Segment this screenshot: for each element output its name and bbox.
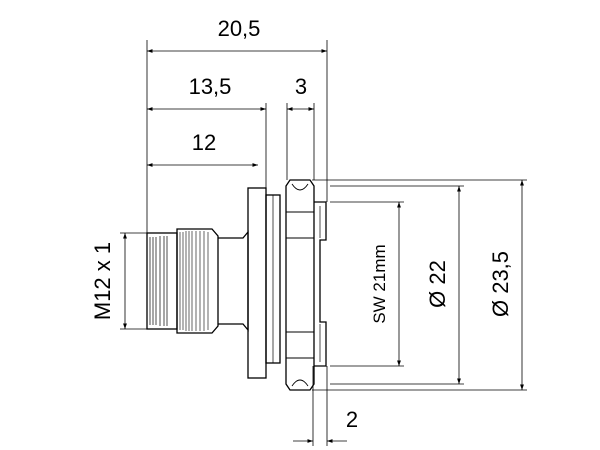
label-flange-2: 2 — [346, 407, 358, 432]
label-dia-23-5: Ø 23,5 — [488, 251, 513, 317]
coupling-body — [176, 228, 219, 334]
dimension-labels: 20,5 13,5 3 12 M12 x 1 SW 21mm Ø 22 Ø 23… — [90, 16, 513, 432]
thread-section — [146, 232, 178, 330]
label-wrench-size: SW 21mm — [370, 244, 389, 323]
neck — [218, 230, 249, 332]
connector-outline — [146, 179, 327, 391]
label-thread: M12 x 1 — [90, 242, 115, 320]
front-insert — [314, 201, 327, 367]
label-overall-length: 20,5 — [218, 16, 261, 41]
dimension-lines — [123, 49, 524, 443]
label-dia-22: Ø 22 — [425, 260, 450, 308]
housing — [247, 187, 267, 379]
hex-nut — [285, 179, 315, 391]
extension-lines — [120, 40, 527, 446]
label-length-3: 3 — [295, 74, 307, 99]
label-length-12: 12 — [192, 130, 216, 155]
label-length-13-5: 13,5 — [189, 74, 232, 99]
